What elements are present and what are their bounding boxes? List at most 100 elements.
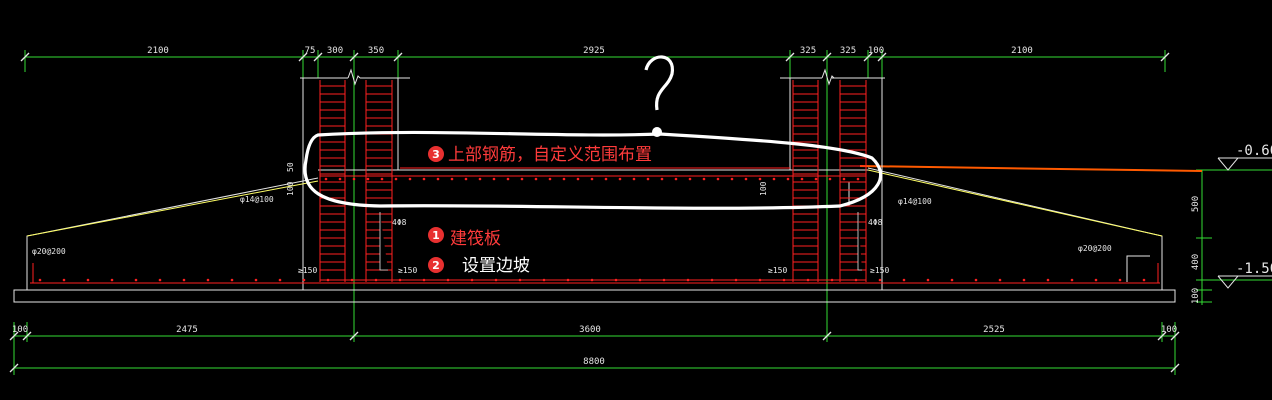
rebar-dot: [974, 278, 978, 282]
badge-3-number: 3: [432, 148, 440, 161]
rebar-dot: [632, 177, 636, 181]
rebar-dot: [902, 278, 906, 282]
rebar-dot: [470, 278, 474, 282]
rebar-dot: [646, 177, 650, 181]
label-stirrup-left: 4Φ8: [392, 218, 407, 227]
rebar-dot: [1022, 278, 1026, 282]
rebar-dot: [800, 177, 804, 181]
rebar-dot: [638, 278, 642, 282]
label-right-slope: φ14@100: [898, 197, 932, 206]
rebar-dot: [830, 278, 834, 282]
column-inner-lines: [379, 212, 862, 271]
rebar-dot: [950, 278, 954, 282]
rebar-dot: [548, 177, 552, 181]
rebar-dot: [660, 177, 664, 181]
rebar-dot: [494, 278, 498, 282]
dim-right-3: 100: [1191, 288, 1201, 304]
dim-top-9: 2100: [1011, 46, 1033, 56]
dim-top-2: 75: [305, 46, 316, 56]
rebar-dot: [182, 278, 186, 282]
level-mark-lower: -1.500: [1217, 261, 1272, 289]
rebar-dots: [38, 177, 1146, 282]
rebar-dot: [1046, 278, 1050, 282]
label-left-small-1: 50: [286, 162, 295, 172]
label-left-small-2: 100: [286, 181, 295, 196]
rebar-dot: [758, 177, 762, 181]
right-dimension-texts: 500 400 100: [1191, 196, 1201, 304]
rebar-dot: [926, 278, 930, 282]
rebar-dot: [856, 177, 860, 181]
level-marks: -0.600 -1.500: [1217, 143, 1272, 289]
dimension-ticks: [9, 52, 1180, 373]
label-anchor-2: ≥150: [398, 266, 417, 275]
rebar-dot: [688, 177, 692, 181]
rebar-dot: [710, 278, 714, 282]
dim-top-8: 100: [868, 46, 884, 56]
dim-top-1: 2100: [147, 46, 169, 56]
rebar-dot: [618, 177, 622, 181]
rebar-dot: [590, 278, 594, 282]
badge-2: [428, 257, 444, 273]
annotation-1: 1 建筏板: [428, 227, 501, 249]
rebar-dot: [534, 177, 538, 181]
rebar-dot: [230, 278, 234, 282]
level-mark-upper: -0.600: [1217, 143, 1272, 171]
rebar-dot: [744, 177, 748, 181]
dim-top-3: 300: [327, 46, 343, 56]
bottom-dimension-texts: 100 2475 3600 2525 100 8800: [12, 325, 1177, 367]
rebar-dot: [1094, 278, 1098, 282]
label-stirrup-right: 4Φ8: [868, 218, 883, 227]
annotation-1-text: 建筏板: [450, 229, 501, 249]
rebar-dot: [62, 278, 66, 282]
rebar-dot: [518, 278, 522, 282]
dim-bottom-2: 2475: [176, 325, 198, 335]
rebar-dot: [374, 278, 378, 282]
rebar-dot: [730, 177, 734, 181]
badge-2-number: 2: [432, 259, 440, 272]
rebar-dot: [366, 177, 370, 181]
rebar-dot: [464, 177, 468, 181]
rebar-dot: [842, 177, 846, 181]
question-mark: ?: [644, 55, 674, 137]
rebar-dot: [134, 278, 138, 282]
label-anchor-3: ≥150: [768, 266, 787, 275]
rebar-dot: [1070, 278, 1074, 282]
rebar-dot: [734, 278, 738, 282]
rebar-dot: [686, 278, 690, 282]
rebar-dot: [520, 177, 524, 181]
rebar-dot: [450, 177, 454, 181]
label-anchor-4: ≥150: [870, 266, 889, 275]
annotation-3: 3 上部钢筋，自定义范围布置: [428, 145, 652, 165]
rebar-dot: [478, 177, 482, 181]
concrete-outline: [13, 68, 1176, 303]
rebar-dot: [408, 177, 412, 181]
dim-right-2: 400: [1191, 254, 1201, 270]
rebar-dot: [576, 177, 580, 181]
dim-right-1: 500: [1191, 196, 1201, 212]
level-text-lower: -1.500: [1236, 261, 1272, 277]
dim-top-5: 2925: [583, 46, 605, 56]
rebar-dot: [542, 278, 546, 282]
rebar-dot: [110, 278, 114, 282]
level-text-upper: -0.600: [1236, 143, 1272, 159]
label-right-small: 100: [759, 181, 768, 196]
annotation-3-text: 上部钢筋，自定义范围布置: [448, 145, 652, 165]
ground-line: [859, 165, 1203, 172]
badge-1-number: 1: [432, 229, 440, 242]
rebar-dot: [566, 278, 570, 282]
rebar-dot: [662, 278, 666, 282]
highlight-loop: [303, 130, 883, 210]
dimension-lines: [13, 50, 1272, 375]
rebar-dot: [422, 278, 426, 282]
rebar-dot: [716, 177, 720, 181]
rebar-dot: [446, 278, 450, 282]
rebar-dot: [206, 278, 210, 282]
dim-bottom-5: 100: [1161, 325, 1177, 335]
rebar-dot: [436, 177, 440, 181]
rebar-dot: [806, 278, 810, 282]
rebar-dot: [352, 177, 356, 181]
label-left-bottom: φ20@200: [32, 247, 66, 256]
rebar-dot: [1118, 278, 1122, 282]
label-left-slope: φ14@100: [240, 195, 274, 204]
badge-3: [428, 146, 444, 162]
